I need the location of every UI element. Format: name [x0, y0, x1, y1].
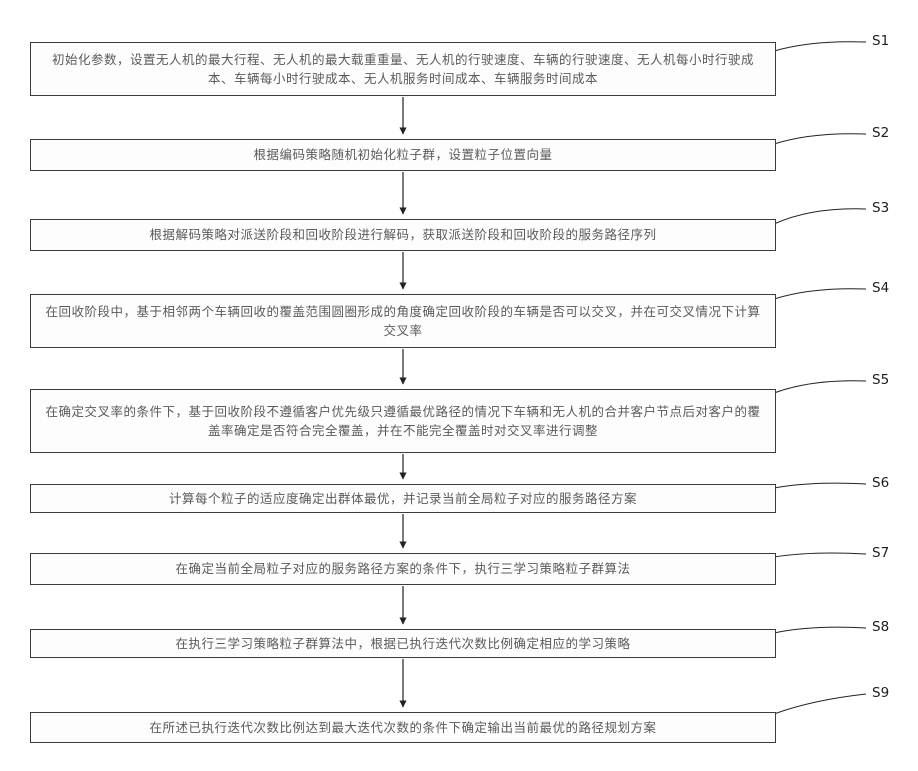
- step-label-s6: S6: [872, 475, 890, 491]
- flow-step-box-s6: 计算每个粒子的适应度确定出群体最优，并记录当前全局粒子对应的服务路径方案: [30, 484, 776, 513]
- leader-line-s8: [773, 626, 867, 634]
- flow-step-box-s5: 在确定交叉率的条件下，基于回收阶段不遵循客户优先级只遵循最优路径的情况下车辆和无…: [30, 389, 776, 453]
- flow-step-box-s9: 在所述已执行迭代次数比例达到最大迭代次数的条件下确定输出当前最优的路径规划方案: [30, 712, 776, 743]
- step-label-s1: S1: [872, 33, 890, 49]
- flow-step-text-s8: 在执行三学习策略粒子群算法中，根据已执行迭代次数比例确定相应的学习策略: [175, 635, 631, 651]
- leader-line-s1: [773, 41, 867, 52]
- leader-line-s2: [773, 133, 867, 145]
- step-label-s7: S7: [872, 545, 890, 561]
- step-label-s8: S8: [872, 619, 890, 635]
- leader-line-s3: [773, 208, 867, 225]
- step-label-s3: S3: [872, 200, 890, 216]
- step-label-s9: S9: [872, 685, 890, 701]
- leader-line-s5: [773, 380, 867, 394]
- leader-line-s7: [773, 552, 867, 558]
- flow-step-box-s8: 在执行三学习策略粒子群算法中，根据已执行迭代次数比例确定相应的学习策略: [30, 629, 776, 658]
- flow-step-box-s7: 在确定当前全局粒子对应的服务路径方案的条件下，执行三学习策略粒子群算法: [30, 553, 776, 585]
- flow-step-text-s2: 根据编码策略随机初始化粒子群，设置粒子位置向量: [253, 147, 553, 163]
- step-label-s5: S5: [872, 372, 890, 388]
- flow-step-box-s3: 根据解码策略对派送阶段和回收阶段进行解码，获取派送阶段和回收阶段的服务路径序列: [30, 219, 776, 251]
- label-leader-lines: [773, 41, 867, 715]
- leader-line-s6: [773, 482, 867, 489]
- flow-step-box-s1: 初始化参数，设置无人机的最大行程、无人机的最大载重重量、无人机的行驶速度、车辆的…: [30, 42, 776, 96]
- flow-step-text-s1: 初始化参数，设置无人机的最大行程、无人机的最大载重重量、无人机的行驶速度、车辆的…: [51, 51, 754, 86]
- flow-step-text-s9: 在所述已执行迭代次数比例达到最大迭代次数的条件下确定输出当前最优的路径规划方案: [149, 719, 657, 735]
- flow-step-text-s4: 在回收阶段中，基于相邻两个车辆回收的覆盖范围圆圈形成的角度确定回收阶段的车辆是否…: [45, 303, 761, 338]
- flow-step-text-s3: 根据解码策略对派送阶段和回收阶段进行解码，获取派送阶段和回收阶段的服务路径序列: [149, 227, 657, 243]
- leader-line-s9: [773, 693, 867, 715]
- flow-step-text-s7: 在确定当前全局粒子对应的服务路径方案的条件下，执行三学习策略粒子群算法: [175, 561, 631, 577]
- flow-step-box-s4: 在回收阶段中，基于相邻两个车辆回收的覆盖范围圆圈形成的角度确定回收阶段的车辆是否…: [30, 294, 776, 348]
- step-label-s2: S2: [872, 125, 890, 141]
- flow-step-text-s5: 在确定交叉率的条件下，基于回收阶段不遵循客户优先级只遵循最优路径的情况下车辆和无…: [45, 403, 761, 438]
- step-label-s4: S4: [872, 280, 890, 296]
- flow-step-text-s6: 计算每个粒子的适应度确定出群体最优，并记录当前全局粒子对应的服务路径方案: [168, 490, 637, 506]
- flow-step-box-s2: 根据编码策略随机初始化粒子群，设置粒子位置向量: [30, 139, 776, 171]
- leader-line-s4: [773, 288, 867, 300]
